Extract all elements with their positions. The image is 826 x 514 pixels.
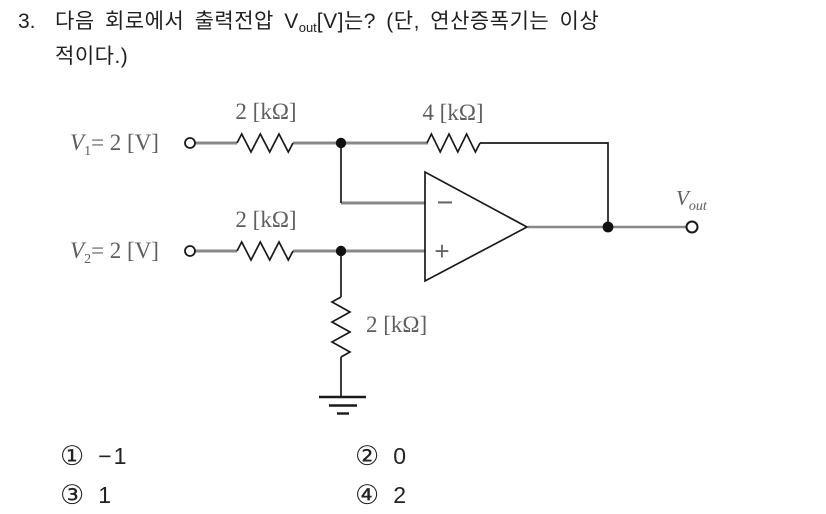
label-vout: Vout [676, 186, 707, 214]
question-number: 3. [18, 10, 36, 33]
label-resistor-input2: 2 [kΩ] [235, 207, 297, 232]
choice-3-number: ③ [60, 480, 85, 510]
wire-feedback [480, 142, 609, 224]
terminal-v1-icon [184, 137, 196, 149]
label-v1-source: V1= 2 [V] [70, 130, 159, 159]
question-text: 다음 회로에서 출력전압 Vout[V]는? (단, 연산증폭기는 이상 적이다… [55, 7, 599, 71]
ground-icon [319, 395, 366, 415]
terminal-v2-icon [184, 245, 196, 257]
choice-4[interactable]: ④ 2 [355, 482, 408, 509]
resistor-input1-icon [236, 132, 294, 154]
junction-inverting-node [335, 137, 347, 149]
choice-1[interactable]: ① −1 [60, 443, 128, 470]
choice-1-number: ① [60, 441, 85, 471]
choice-4-label: 2 [393, 482, 409, 508]
label-resistor-ground: 2 [kΩ] [366, 312, 428, 337]
question-block: 3. 다음 회로에서 출력전압 Vout[V]는? (단, 연산증폭기는 이상 … [18, 7, 599, 71]
opamp-triangle [424, 170, 529, 283]
junction-output-node [602, 221, 614, 233]
choice-4-number: ④ [355, 480, 380, 510]
opamp-inverting-marker: − [437, 187, 454, 219]
resistor-input2-icon [236, 240, 294, 262]
choice-2[interactable]: ② 0 [355, 443, 408, 470]
label-resistor-input1: 2 [kΩ] [235, 99, 297, 124]
resistor-ground-icon [330, 296, 352, 358]
choice-2-number: ② [355, 441, 380, 471]
label-resistor-feedback: 4 [kΩ] [422, 100, 484, 125]
label-v2-source: V2= 2 [V] [70, 238, 159, 267]
question-line-2: 적이다.) [55, 45, 129, 68]
choice-3-label: 1 [98, 482, 114, 508]
opamp-noninverting-marker: + [434, 236, 449, 266]
wires-black [340, 142, 609, 397]
choice-2-label: 0 [393, 443, 409, 469]
choice-3[interactable]: ③ 1 [60, 482, 113, 509]
junction-noninverting-node [335, 245, 347, 257]
resistor-feedback-icon [426, 132, 481, 154]
question-line-1: 다음 회로에서 출력전압 Vout[V]는? (단, 연산증폭기는 이상 [55, 10, 600, 35]
terminal-vout-icon [685, 220, 699, 234]
choice-1-label: −1 [98, 443, 129, 469]
